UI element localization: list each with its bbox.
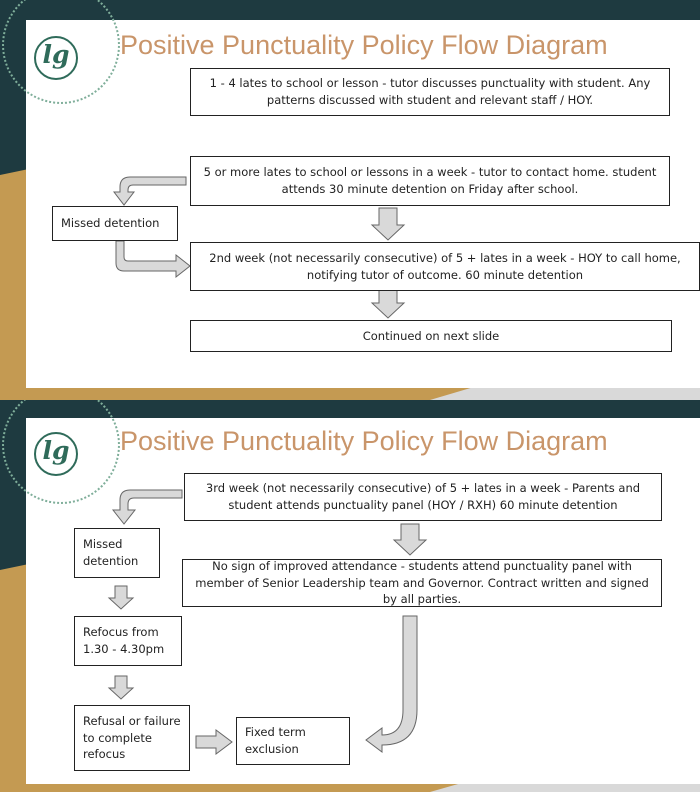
down-arrow-icon [107,585,135,610]
flow-box-missed-detention: Missed detention [52,206,178,241]
curved-arrow-down-icon [112,176,187,206]
curved-arrow-right-icon [115,240,191,279]
slide-title: Positive Punctuality Policy Flow Diagram [120,426,608,456]
flow-box-refusal: Refusal or failure to complete refocus [74,705,190,771]
flow-box-fixed-term-exclusion: Fixed term exclusion [236,717,350,765]
flow-box-step-3: 2nd week (not necessarily consecutive) o… [190,242,700,291]
down-arrow-icon [370,287,406,319]
logo-text: lg [42,436,70,465]
logo-decoration [2,0,120,104]
slide-title: Positive Punctuality Policy Flow Diagram [120,30,608,60]
curved-arrow-left-icon [365,615,418,753]
flow-box-continued: Continued on next slide [190,320,672,352]
curved-arrow-down-icon [111,489,183,525]
logo-decoration [2,400,120,504]
flow-box-missed-detention: Missed detention [74,528,160,578]
flow-box-step-1: 1 - 4 lates to school or lesson - tutor … [190,68,670,116]
slide-1: lg Positive Punctuality Policy Flow Diag… [0,0,700,400]
down-arrow-icon [392,523,428,556]
flow-box-step-5: No sign of improved attendance - student… [182,559,662,607]
right-arrow-icon [195,729,233,755]
logo: lg [34,432,78,476]
logo-text: lg [42,40,70,69]
slide-2-arrows [107,489,428,755]
down-arrow-icon [370,207,406,241]
flow-box-step-2: 5 or more lates to school or lessons in … [190,156,670,206]
slide-1-arrows [112,176,406,319]
down-arrow-icon [107,675,135,700]
flow-box-step-4: 3rd week (not necessarily consecutive) o… [184,473,662,521]
flow-box-refocus: Refocus from 1.30 - 4.30pm [74,616,182,666]
slide-2: lg Positive Punctuality Policy Flow Diag… [0,400,700,792]
logo: lg [34,36,78,80]
